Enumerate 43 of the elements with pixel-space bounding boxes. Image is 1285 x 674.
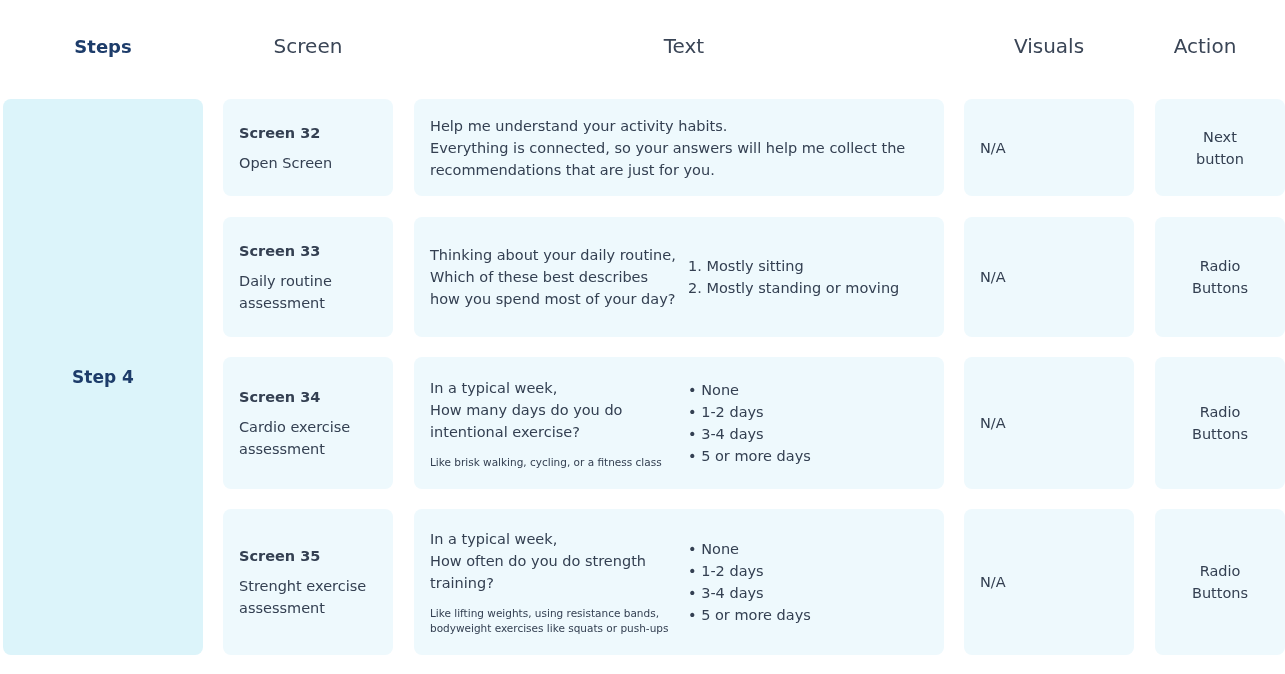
prompt-text: Help me understand your activity habits.: [430, 116, 729, 136]
answer-option: • 3-4 days: [688, 423, 811, 445]
prompt-text: Thinking about your daily routine,: [430, 246, 677, 265]
prompt-text: Everything is connected, so your answers will help me collect the recommendations that are just for you.: [430, 138, 907, 180]
prompt-text: In a typical week,: [430, 378, 559, 398]
answer-option: • 1-2 days: [688, 560, 811, 582]
steps-header: Steps: [73, 36, 133, 57]
answer-option: • None: [688, 379, 811, 401]
screen-number: Screen 34: [239, 388, 322, 407]
screen-name: Open Screen: [239, 153, 334, 173]
answer-option: 2. Mostly standing or moving: [688, 277, 900, 299]
answer-option: 1. Mostly sitting: [688, 255, 900, 277]
action-type: Radio Buttons: [1190, 403, 1250, 444]
answer-option: • 3-4 days: [688, 582, 811, 604]
prompt-text: Which of these best describes how you spend most of your day?: [430, 268, 677, 309]
step-label: Step 4: [72, 366, 134, 388]
prompt-text: How often do you do strength training?: [430, 552, 648, 593]
column-header: Text: [662, 34, 706, 58]
action-type: Next button: [1195, 127, 1245, 169]
screen-number: Screen 35: [239, 547, 322, 566]
visuals-value: N/A: [980, 414, 1007, 433]
screen-number: Screen 33: [239, 242, 322, 261]
hint-text: Like lifting weights, using resistance bands, bodyweight exercises like squats or push-ups: [430, 606, 670, 636]
visuals-value: N/A: [980, 138, 1007, 158]
screen-number: Screen 32: [239, 123, 322, 143]
answer-option: • 1-2 days: [688, 401, 811, 423]
hint-text: Like brisk walking, cycling, or a fitness class: [430, 454, 663, 470]
action-type: Radio Buttons: [1190, 257, 1250, 298]
screen-name: Strenght exercise assessment: [239, 577, 368, 618]
prompt-text: In a typical week,: [430, 530, 559, 549]
step-panel: [3, 99, 203, 655]
column-header: Screen: [272, 34, 344, 58]
column-header: Action: [1172, 34, 1238, 58]
column-header: Visuals: [1012, 34, 1086, 58]
answer-option: • None: [688, 538, 811, 560]
screen-name: Cardio exercise assessment: [239, 418, 352, 459]
answer-option: • 5 or more days: [688, 445, 811, 467]
prompt-text: How many days do you do intentional exercise?: [430, 400, 624, 442]
answer-option: • 5 or more days: [688, 604, 811, 626]
screen-name: Daily routine assessment: [239, 272, 333, 313]
visuals-value: N/A: [980, 268, 1007, 287]
action-type: Radio Buttons: [1190, 562, 1250, 603]
visuals-value: N/A: [980, 573, 1007, 592]
